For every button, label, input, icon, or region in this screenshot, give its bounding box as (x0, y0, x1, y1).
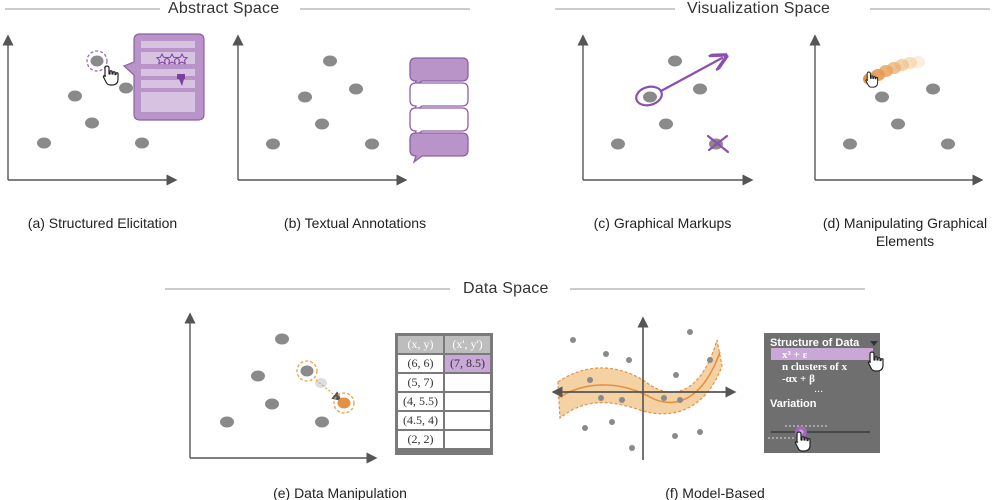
table-cell: (4.5, 4) (398, 412, 443, 429)
table-cell-edited[interactable]: (7, 8.5) (445, 355, 490, 372)
points-d (843, 83, 955, 150)
caption-c: (c) Graphical Markups (593, 215, 732, 231)
panel-b (232, 34, 469, 186)
table-cell[interactable] (445, 412, 490, 429)
data-table: (x, y) (x', y') (6, 6) (7, 8.5) (5, 7) (… (398, 336, 490, 448)
points-a (37, 82, 149, 149)
points-e (220, 333, 329, 428)
model-option[interactable]: n clusters of x (782, 361, 848, 373)
star-icon (155, 52, 189, 65)
table-row: (6, 6) (7, 8.5) (398, 355, 490, 372)
table-header-xy: (x, y) (398, 336, 443, 353)
caption-a: (a) Structured Elicitation (27, 215, 178, 231)
model-panel: Structure of Data x³ + ε n clusters of x… (770, 337, 878, 410)
panel-c (577, 34, 754, 186)
section-title-abstract: Abstract Space (168, 0, 280, 17)
variation-label: Variation (770, 398, 817, 410)
table-row: (4.5, 4) (398, 412, 490, 429)
axes-a (2, 34, 178, 186)
table-cell[interactable] (445, 393, 490, 410)
table-row: (4, 5.5) (398, 393, 490, 410)
points-c (611, 55, 723, 150)
panel-a (2, 33, 205, 186)
table-cell: (2, 2) (398, 431, 443, 448)
table-cell: (6, 6) (398, 355, 443, 372)
caption-e: (e) Data Manipulation (273, 485, 407, 500)
model-option-selected (771, 348, 873, 360)
caption-f: (f) Model-Based (665, 485, 765, 500)
section-rules (5, 8, 990, 290)
hand-pointer-icon (102, 65, 119, 86)
points-b (266, 55, 379, 150)
panel-d (809, 34, 984, 186)
table-cell: (5, 7) (398, 374, 443, 391)
model-option[interactable]: x³ + ε (782, 349, 808, 361)
model-option[interactable]: -αx + β (782, 373, 815, 385)
caption-b: (b) Textual Annotations (283, 215, 427, 231)
points-f (570, 329, 713, 451)
table-row: (2, 2) (398, 431, 490, 448)
section-title-data: Data Space (463, 280, 549, 297)
table-header-xy-prime: (x', y') (445, 336, 490, 353)
annotation-bubbles (409, 57, 469, 164)
table-cell: (4, 5.5) (398, 393, 443, 410)
table-cell[interactable] (445, 431, 490, 448)
model-option-more: ... (814, 383, 824, 395)
table-row: (5, 7) (398, 374, 490, 391)
dropdown-arrow-icon (870, 341, 878, 346)
table-cell[interactable] (445, 374, 490, 391)
thumbs-down-icon (177, 74, 185, 86)
caption-d: (d) Manipulating Graphical Elements (822, 215, 988, 249)
confidence-band (557, 339, 723, 420)
markup-strokes (635, 58, 728, 154)
model-heading: Structure of Data (770, 337, 860, 349)
section-title-visualization: Visualization Space (687, 0, 831, 17)
panel-f (551, 316, 884, 460)
